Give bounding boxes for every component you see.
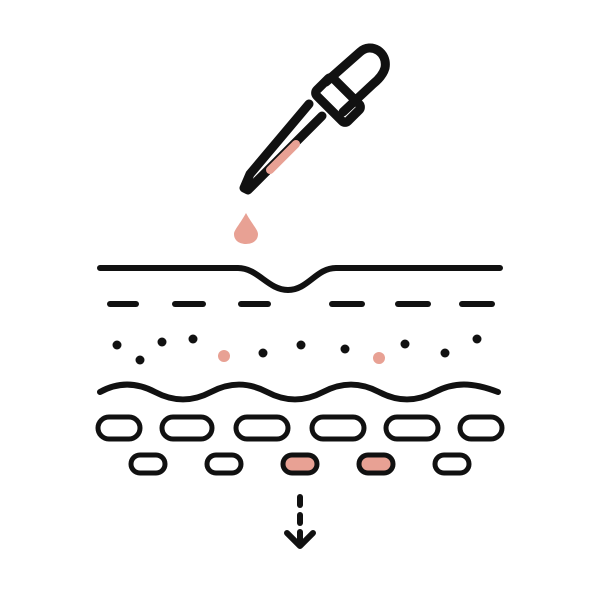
dropper-liquid (266, 140, 300, 174)
dot (188, 334, 198, 344)
cell-row-upper (95, 414, 505, 442)
dot (112, 340, 122, 350)
cell (457, 414, 505, 442)
cell (159, 414, 215, 442)
dropper-bulb (321, 43, 390, 117)
dropper-collar (311, 73, 365, 127)
dot (296, 340, 306, 350)
cell (128, 452, 168, 476)
cell (432, 452, 472, 476)
cell (204, 452, 244, 476)
dropper-tube (239, 99, 327, 195)
dot (135, 355, 145, 365)
cell-row-lower (128, 452, 472, 476)
cell-absorbed (356, 452, 396, 476)
drop-icon (234, 213, 258, 244)
cell (95, 414, 143, 442)
wavy-layer-line (97, 381, 501, 403)
dot (157, 337, 167, 347)
cell-absorbed (280, 452, 320, 476)
cell (309, 414, 367, 442)
dot (258, 348, 268, 358)
dot (400, 339, 410, 349)
dots-layer (112, 334, 482, 365)
dot (440, 348, 450, 358)
dropper-icon (239, 43, 390, 195)
dot (340, 344, 350, 354)
arrow-down-icon (284, 494, 316, 549)
cell (233, 414, 291, 442)
dot-accent (218, 350, 230, 362)
dot (472, 334, 482, 344)
dot-accent (373, 352, 385, 364)
cell (383, 414, 441, 442)
arrow-head (284, 530, 316, 549)
skin-surface-line (97, 265, 503, 294)
